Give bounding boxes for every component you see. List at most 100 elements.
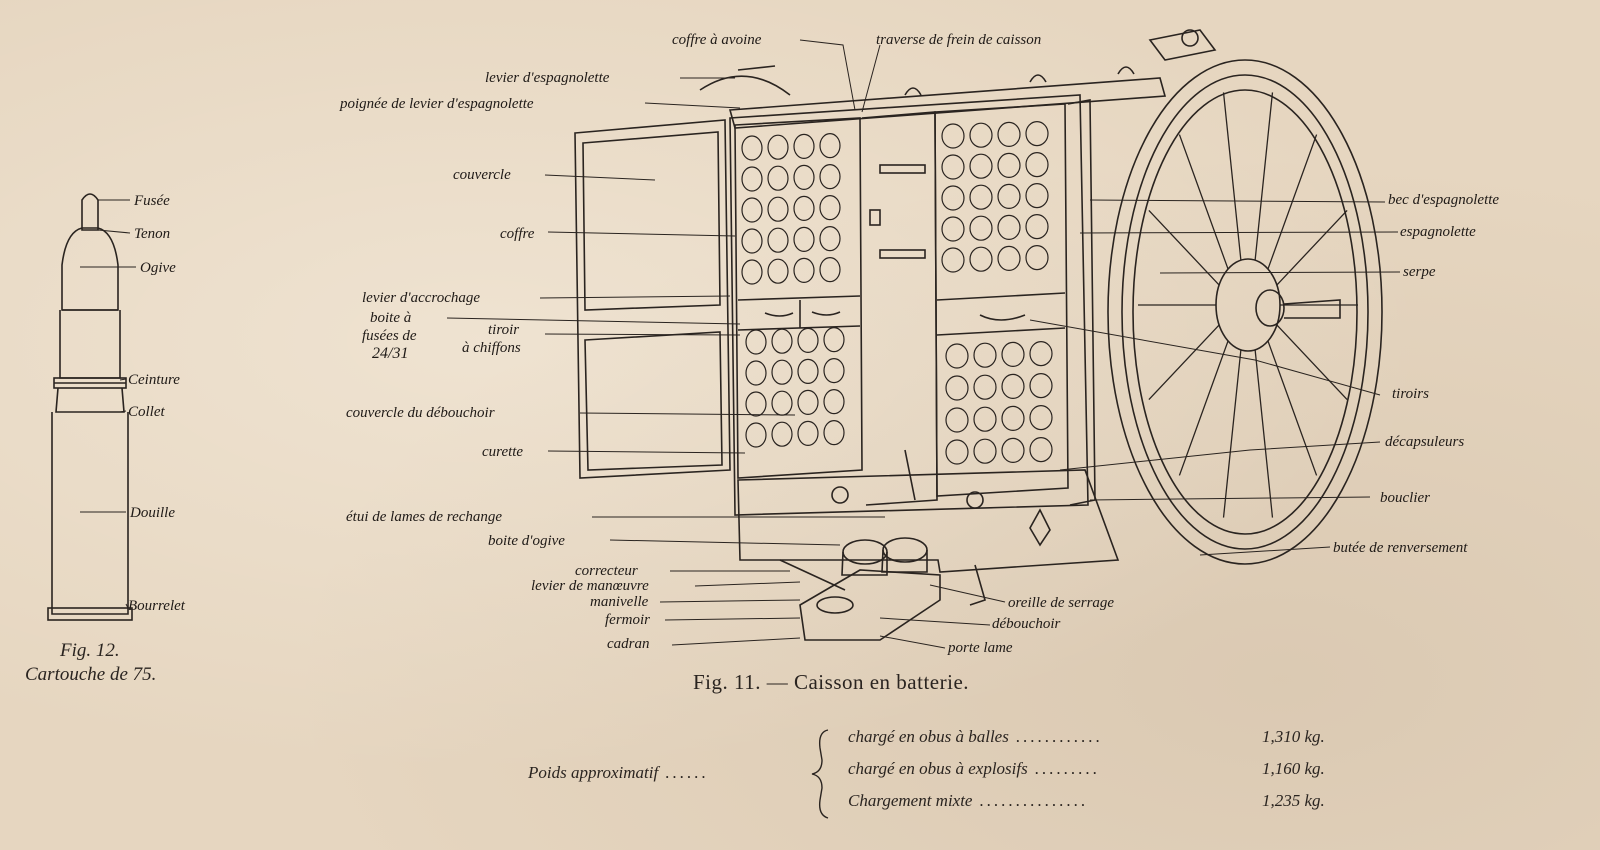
cartridge-cell (997, 183, 1021, 209)
label-oreille-serrage: oreille de serrage (1008, 595, 1115, 611)
wheel (1107, 59, 1383, 565)
cartridge-cell (997, 152, 1021, 178)
label-cadran: cadran (607, 636, 650, 652)
weight-row-desc: chargé en obus à balles (848, 727, 1009, 746)
wheel-spoke (1222, 92, 1242, 261)
label-couvercle-deboucheur: couvercle du débouchoir (346, 405, 495, 421)
weight-row-desc: Chargement mixte (848, 791, 973, 810)
cartridge-cell (819, 226, 841, 252)
cartridge-cell (969, 122, 993, 148)
cartridge-cell (973, 406, 997, 432)
cartridge-cell (1001, 373, 1025, 399)
cartridge-cell (819, 195, 841, 221)
cartridge-cell (797, 420, 819, 446)
cartridge-cell (771, 328, 793, 354)
cartridge-cell (767, 165, 789, 191)
label-fusees-de: fusées de (362, 328, 417, 344)
label-porte-lame: porte lame (948, 640, 1013, 656)
weight-row-value: 1,235 kg. (1262, 791, 1325, 810)
label-levier-accrochage: levier d'accrochage (362, 290, 481, 306)
wheel-spoke (1148, 209, 1220, 286)
weight-row: chargé en obus à balles ............ (848, 727, 1104, 746)
label-boite-ogive: boite d'ogive (488, 533, 565, 549)
cartridge-cell (767, 196, 789, 222)
wheel-spoke (1276, 209, 1348, 286)
cartridge-cell (941, 123, 965, 149)
label-debouchoir: débouchoir (992, 616, 1061, 632)
wheel-spoke (1222, 349, 1242, 518)
cartridge-cell (1029, 373, 1053, 399)
cartridge-cell (797, 327, 819, 353)
label-coffre-a-avoine: coffre à avoine (672, 32, 762, 48)
cartridge-cell (969, 153, 993, 179)
cartridge-cell (945, 343, 969, 369)
cartridge-cell (771, 359, 793, 385)
cartridge-cell (823, 358, 845, 384)
label-tenon: Tenon (134, 226, 171, 242)
cartridge-cell (823, 327, 845, 353)
cartridge-cell (741, 135, 763, 161)
cartridge-cell (767, 258, 789, 284)
cartridge-cell (741, 228, 763, 254)
cartridge-cell (745, 360, 767, 386)
label-manivelle: manivelle (590, 594, 649, 610)
label-levier-espagnolette: levier d'espagnolette (485, 70, 610, 86)
weights-brace (811, 729, 829, 819)
cartridge-cell (741, 166, 763, 192)
cartridge-cell (745, 422, 767, 448)
label-boite-a: boite à (370, 310, 412, 326)
cartridge-cell (941, 154, 965, 180)
cartridge-cell (793, 133, 815, 159)
label-collet: Collet (128, 404, 165, 420)
cartridge-cell (969, 246, 993, 272)
cartridge-cell (793, 195, 815, 221)
cartridge-cell (771, 390, 793, 416)
cartridge-cell (1001, 437, 1025, 463)
wheel-spoke (1178, 340, 1229, 476)
fig12-caption-title: Cartouche de 75. (25, 664, 157, 685)
cartridge-cell (793, 257, 815, 283)
cartridge-cell (973, 374, 997, 400)
label-ceinture: Ceinture (128, 372, 180, 388)
weight-row: Chargement mixte ............... (848, 791, 1089, 810)
weights-label: Poids approximatif ...... (528, 763, 709, 782)
label-levier-manoeuvre: levier de manœuvre (531, 578, 649, 594)
cartridge-cell (973, 342, 997, 368)
cartridge-cell (969, 184, 993, 210)
weights-label-text: Poids approximatif (528, 763, 659, 782)
cartridge-cell (1025, 245, 1049, 271)
cartridge-cell (1025, 152, 1049, 178)
wheel-spoke (1178, 134, 1229, 270)
label-a-chiffons: à chiffons (462, 340, 521, 356)
cartridge-cell (741, 259, 763, 285)
cartridge-cell (767, 134, 789, 160)
wheel-spoke (1276, 324, 1348, 401)
cartridge-cell (745, 391, 767, 417)
cartridge-cell (941, 247, 965, 273)
label-ogive: Ogive (140, 260, 176, 276)
caisson-drawing (574, 29, 1217, 641)
cartridge-cell (819, 133, 841, 159)
label-douille: Douille (130, 505, 175, 521)
cartridge-cell (973, 438, 997, 464)
weight-row-value: 1,160 kg. (1262, 759, 1325, 778)
cartridge-cell (941, 216, 965, 242)
cartridge-cell (1029, 405, 1053, 431)
label-tiroirs: tiroirs (1392, 386, 1429, 402)
fig12-caption-number: Fig. 12. (60, 640, 120, 661)
cartridge-cell (1025, 214, 1049, 240)
label-espagnolette: espagnolette (1400, 224, 1476, 240)
cartridge-cell (1029, 437, 1053, 463)
cartridge-cell (793, 164, 815, 190)
cartridge-cell (819, 164, 841, 190)
cartridge-cell (997, 121, 1021, 147)
label-decapsuleurs: décapsuleurs (1385, 434, 1465, 450)
label-curette: curette (482, 444, 524, 460)
cartridge-drawing (47, 193, 133, 621)
label-fusee: Fusée (134, 193, 170, 209)
label-etui-lames: étui de lames de rechange (346, 509, 503, 525)
label-correcteur: correcteur (575, 563, 638, 579)
cartridge-cell (819, 257, 841, 283)
